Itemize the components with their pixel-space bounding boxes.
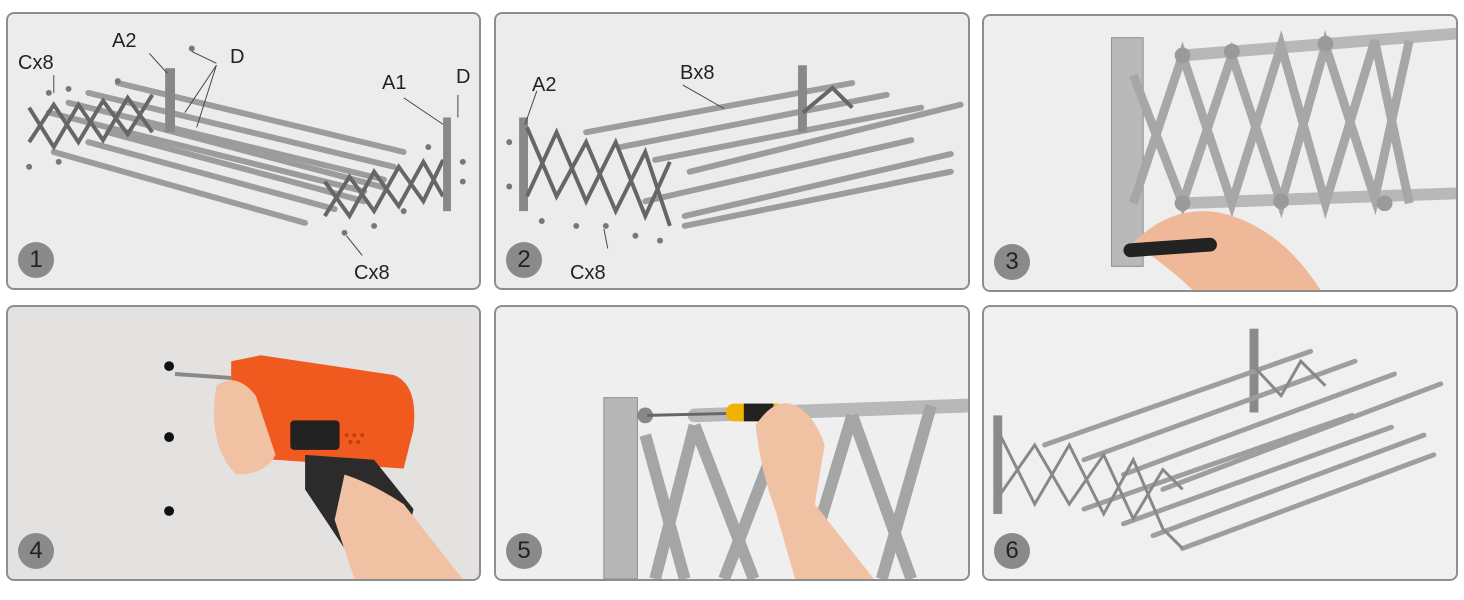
label-cx8-bottom: Cx8 [354,262,390,284]
label-a1: A1 [382,72,407,94]
step-number-badge: 3 [994,244,1030,280]
assembly-illustration [506,65,964,249]
step-3-panel: 3 [982,14,1458,292]
label-cx8-top: Cx8 [18,52,54,74]
label-d-right: D [456,66,471,88]
screwing-photo [603,397,968,579]
label-cx8: Cx8 [570,262,606,284]
step-1-panel: Cx8 A2 D A1 D Cx8 1 [6,12,481,290]
step-number-badge: 5 [506,533,542,569]
label-bx8: Bx8 [680,62,715,84]
step-number-badge: 6 [994,533,1030,569]
step-6-panel: 6 [982,305,1458,581]
step-2-panel: A2 Bx8 Cx8 2 [494,12,970,290]
drilling-photo [164,355,463,579]
step-number-badge: 4 [18,533,54,569]
label-a2: A2 [112,30,137,52]
step-number-badge: 2 [506,242,542,278]
exploded-parts-illustration [26,45,466,256]
marking-holes-photo [1111,27,1456,290]
finished-rack-illustration [993,328,1444,551]
marker-pen-icon [1123,237,1217,258]
label-a2: A2 [532,74,557,96]
step-4-panel: 4 [6,305,481,581]
step-number-badge: 1 [18,242,54,278]
label-d-top: D [230,46,245,68]
step-5-panel: 5 [494,305,970,581]
